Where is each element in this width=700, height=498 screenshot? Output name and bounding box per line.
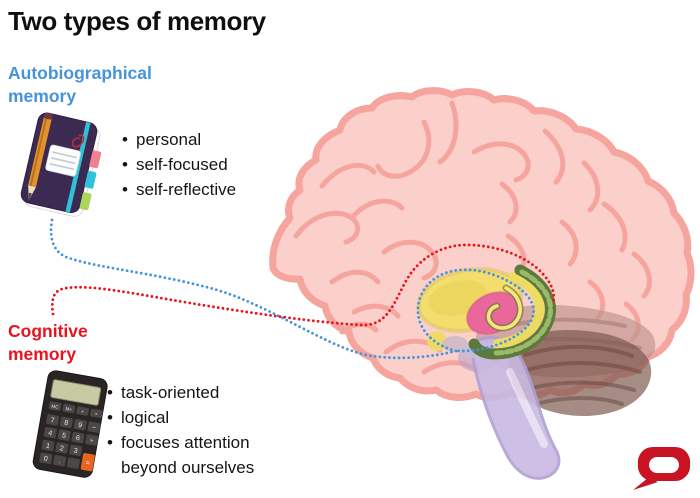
autobiographical-bullets: personal self-focused self-reflective [122, 127, 282, 202]
list-item: personal [122, 127, 282, 152]
svg-text:2: 2 [59, 445, 64, 453]
limbic-structures [416, 264, 556, 360]
list-item: logical [107, 405, 275, 430]
svg-text:+: + [81, 409, 85, 414]
calculator-key-labels: MC M+ + × 7 8 9 − 4 5 6 ÷ 1 2 3 0 . = [43, 404, 99, 468]
list-item: focuses attention beyond ourselves [107, 430, 275, 480]
svg-text:3: 3 [73, 448, 78, 456]
list-item: task-oriented [107, 380, 275, 405]
speech-bubble-logo [633, 446, 691, 490]
svg-text:.: . [58, 458, 61, 465]
svg-text:×: × [95, 411, 99, 416]
svg-text:−: − [91, 424, 96, 432]
calculator-icon: MC M+ + × 7 8 9 − 4 5 6 ÷ 1 2 3 0 . = [32, 370, 108, 478]
svg-text:÷: ÷ [89, 437, 94, 445]
page-title: Two types of memory [8, 6, 266, 36]
paperclip [71, 134, 85, 148]
svg-text:8: 8 [64, 420, 69, 428]
autobiographical-memory-label: Autobiographical memory [8, 63, 152, 106]
svg-text:=: = [85, 460, 90, 468]
notebook-tabs [79, 150, 102, 211]
notebook-elastic-band [65, 121, 91, 213]
fornix-curl [486, 286, 522, 330]
equals-key [80, 453, 95, 472]
cognitive-memory-label: Cognitive memory [8, 321, 88, 364]
grey-nodule-1 [442, 336, 468, 352]
cognitive-bullets: task-oriented logical focuses attention … [107, 380, 275, 480]
label-lines [49, 151, 77, 171]
svg-text:9: 9 [77, 422, 82, 430]
yellow-hook-band [493, 271, 545, 349]
list-item: self-reflective [122, 177, 282, 202]
red-connector-line [50, 243, 556, 327]
calculator-screen [50, 379, 102, 406]
blue-connector-line [49, 218, 536, 360]
hippocampus-scallops [492, 269, 554, 356]
svg-text:6: 6 [75, 435, 80, 443]
svg-text:7: 7 [50, 417, 55, 425]
svg-text:1: 1 [45, 443, 50, 451]
svg-text:5: 5 [61, 432, 66, 440]
calculator-keys [39, 401, 103, 472]
brain-illustration [269, 87, 695, 480]
svg-text:MC: MC [51, 404, 59, 410]
list-item: self-focused [122, 152, 282, 177]
svg-text:M+: M+ [65, 406, 73, 412]
notebook-icon [20, 112, 102, 217]
pencil [28, 112, 53, 200]
svg-text:0: 0 [43, 456, 48, 464]
svg-text:4: 4 [48, 430, 53, 438]
